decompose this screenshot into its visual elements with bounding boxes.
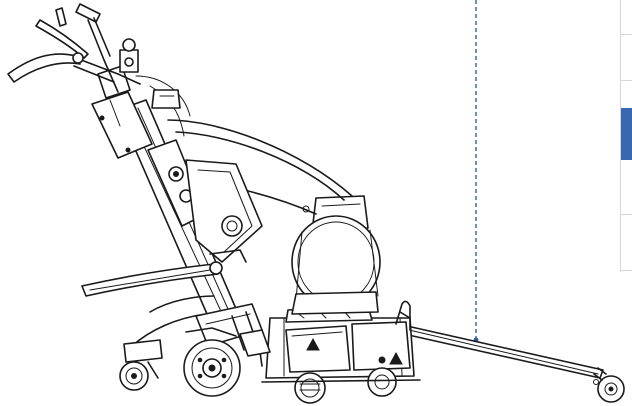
warning-triangle-icon xyxy=(306,337,403,365)
side-panel xyxy=(620,0,632,272)
tow-bar xyxy=(403,325,625,403)
pressure-gauge xyxy=(119,38,181,109)
panel-divider xyxy=(621,34,632,35)
carriage-rollers xyxy=(261,356,421,404)
handle-bar xyxy=(7,3,141,93)
drive-wheel xyxy=(183,327,241,397)
panel-accent-tab[interactable] xyxy=(621,108,632,160)
footrest xyxy=(81,249,247,297)
base-frame xyxy=(131,295,271,367)
panel-divider xyxy=(621,214,632,215)
motor xyxy=(291,195,381,315)
panel-divider xyxy=(621,270,632,271)
panel-divider xyxy=(621,80,632,81)
caster-wheel xyxy=(119,339,163,391)
